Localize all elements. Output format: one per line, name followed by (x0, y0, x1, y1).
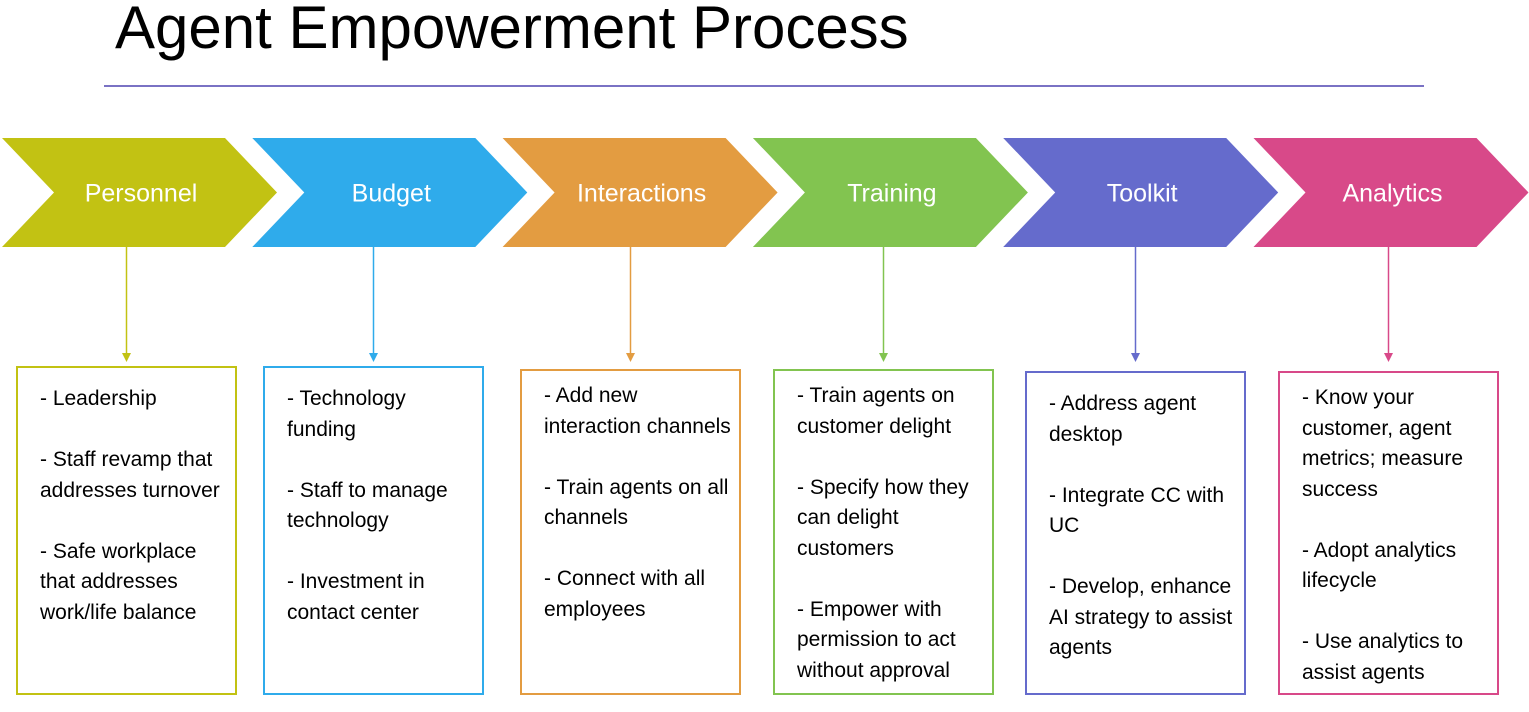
detail-box-budget: - Technology funding - Staff to manage te… (263, 366, 484, 695)
detail-box-training: - Train agents on customer delight - Spec… (773, 369, 994, 695)
detail-list-training: - Train agents on customer delight - Spec… (797, 381, 984, 686)
chevron-label-personnel: Personnel (85, 180, 198, 208)
arrowhead-icon-interactions (626, 353, 635, 362)
chevron-analytics (1253, 138, 1529, 247)
chevron-label-training: Training (847, 180, 936, 208)
detail-item: - Address agent desktop (1049, 392, 1197, 446)
arrowhead-icon-analytics (1384, 353, 1393, 362)
chevron-budget (252, 138, 528, 247)
detail-box-analytics: - Know your customer, agent metrics; mea… (1278, 371, 1499, 695)
detail-item: - Know your customer, agent metrics; mea… (1302, 386, 1464, 501)
detail-item: - Develop, enhance AI strategy to assist… (1049, 575, 1233, 659)
detail-item: - Leadership (40, 387, 157, 410)
detail-box-personnel: - Leadership - Staff revamp that addresse… (16, 366, 237, 695)
detail-item: - Train agents on all channels (544, 475, 729, 530)
arrowhead-icon-toolkit (1131, 353, 1140, 362)
chevron-training (752, 138, 1028, 247)
page-title: Agent Empowerment Process (115, 0, 909, 61)
detail-item: - Train agents on customer delight (797, 384, 955, 438)
detail-item: - Investment in contact center (287, 570, 425, 624)
detail-item: - Connect with all employees (544, 567, 706, 621)
arrowhead-icon-personnel (122, 353, 131, 362)
detail-item: - Safe workplace that addresses work/lif… (40, 539, 197, 624)
arrowhead-icon-budget (369, 353, 378, 362)
detail-item: - Integrate CC with UC (1049, 483, 1225, 538)
detail-item: - Adopt analytics lifecycle (1302, 538, 1457, 593)
chevron-interactions (502, 138, 778, 247)
title-underline (104, 85, 1424, 87)
chevron-personnel (2, 138, 277, 247)
detail-list-toolkit: - Address agent desktop - Integrate CC wi… (1049, 389, 1236, 664)
chevron-label-analytics: Analytics (1342, 180, 1442, 208)
chevron-toolkit (1003, 138, 1279, 247)
detail-item: - Add new interaction channels (544, 384, 731, 438)
arrowhead-icon-training (879, 353, 888, 362)
detail-item: - Technology funding (287, 387, 406, 441)
detail-item: - Staff revamp that addresses turnover (40, 448, 220, 502)
detail-item: - Empower with permission to act without… (797, 597, 956, 682)
detail-item: - Specify how they can delight customers (797, 475, 969, 560)
detail-box-toolkit: - Address agent desktop - Integrate CC wi… (1025, 371, 1246, 695)
detail-list-personnel: - Leadership - Staff revamp that addresse… (40, 384, 227, 628)
detail-box-interactions: - Add new interaction channels - Train ag… (520, 369, 741, 695)
chevron-label-toolkit: Toolkit (1107, 180, 1178, 208)
detail-list-interactions: - Add new interaction channels - Train ag… (544, 381, 731, 625)
detail-item: - Staff to manage technology (287, 478, 448, 533)
chevron-label-budget: Budget (352, 180, 431, 208)
chevron-label-interactions: Interactions (577, 180, 706, 208)
detail-list-analytics: - Know your customer, agent metrics; mea… (1302, 383, 1489, 688)
detail-item: - Use analytics to assist agents (1302, 630, 1464, 684)
detail-list-budget: - Technology funding - Staff to manage te… (287, 384, 474, 628)
